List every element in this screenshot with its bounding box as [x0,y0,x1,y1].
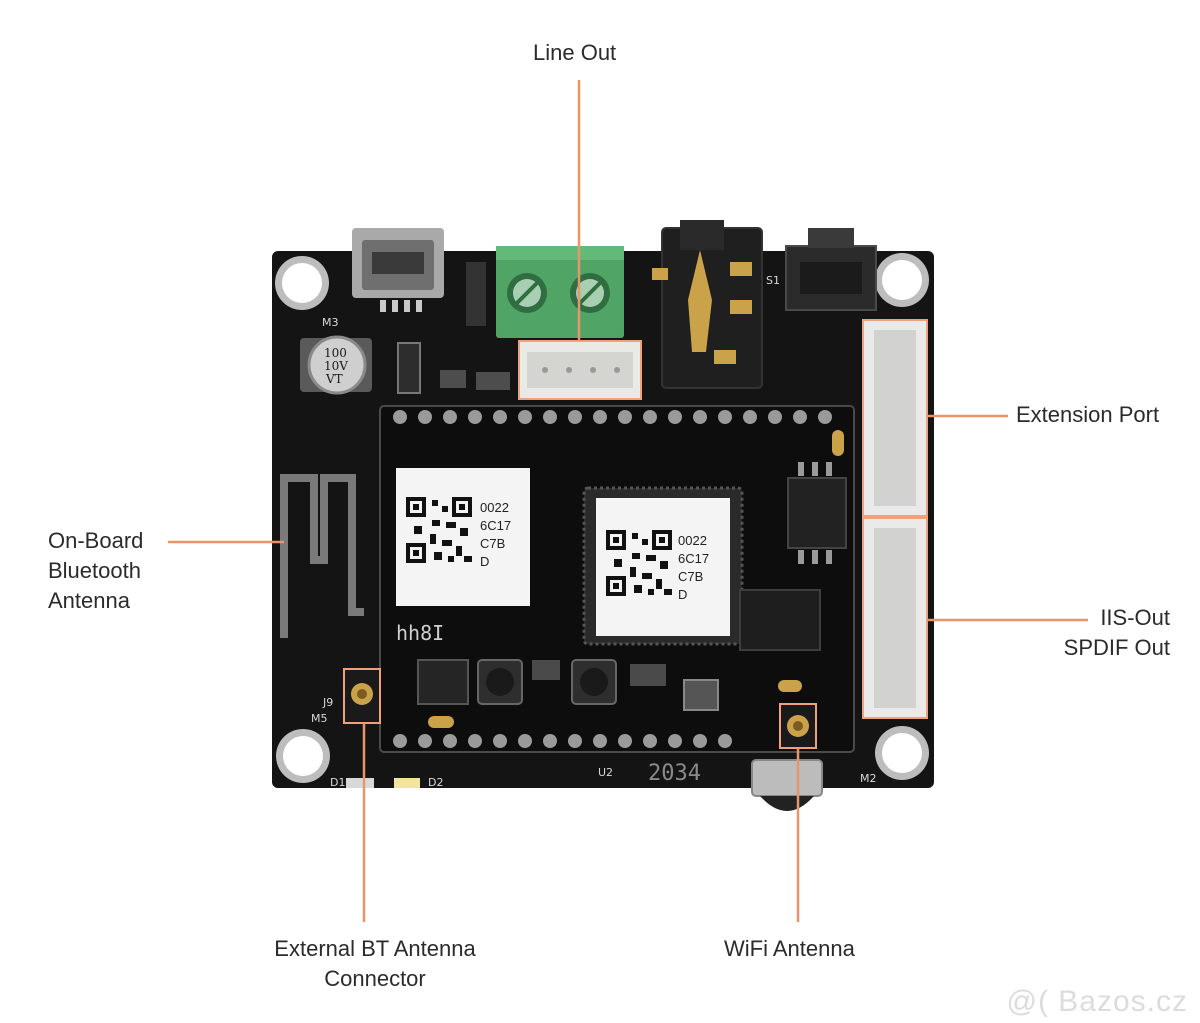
label-line-out: Line Out [533,40,617,65]
qr-1-line-3: C7B [480,536,505,551]
capacitor-line-3: VT [325,372,343,386]
micro-usb-connector [352,228,444,312]
main-module: 0022 6C17 C7B D 0022 6C17 C7B D [379,405,855,753]
electrolytic-capacitor: 100 10V VT [300,335,372,395]
silk-s1: S1 [766,274,780,287]
module-marking: hh8I [396,621,444,645]
top-header-pins [393,410,832,424]
label-bt-antenna-line-1: On-Board [48,528,144,553]
mounting-hole-bottom-left [276,729,330,783]
mounting-hole-top-right [875,253,929,307]
qr-1-line-4: D [480,554,489,569]
silk-d2: D2 [428,776,443,789]
label-iis-out-line-2: SPDIF Out [1063,635,1170,660]
label-bt-antenna-line-2: Bluetooth [48,558,141,583]
bottom-header-pins [393,734,732,748]
bt-antenna-connector [343,668,381,724]
label-ext-bt-connector: External BT Antenna Connector [266,934,484,994]
capacitor-line-1: 100 [324,346,347,360]
led-d1 [346,778,374,788]
qr-label-1: 0022 6C17 C7B D [396,468,530,606]
watermark: @( Bazos.cz [1006,985,1188,1018]
label-iis-out: IIS-Out SPDIF Out [1064,603,1170,663]
tactile-switch [785,228,877,311]
smd-part [440,370,466,388]
pad [778,680,802,692]
regulator [417,659,469,705]
qr-2-line-4: D [678,587,687,602]
leader-lines [168,80,1088,922]
label-ext-bt-connector-line-2: Connector [324,966,426,991]
led-d2 [394,778,420,788]
passive-array [739,589,821,651]
chip-small [466,262,486,326]
iis-spdif-header [862,517,928,719]
silk-m3: M3 [322,316,339,329]
smd-part [476,372,510,390]
terminal-block [496,246,624,338]
qr-2-line-3: C7B [678,569,703,584]
label-bt-antenna-line-3: Antenna [48,588,130,613]
pad [832,430,844,456]
label-ext-bt-connector-line-1: External BT Antenna [274,936,476,961]
extension-port-header [862,319,928,517]
qr-1-line-2: 6C17 [480,518,511,533]
crystal [683,679,719,711]
silk-j9: J9 [322,696,333,709]
mounting-hole-top-left [275,256,329,310]
line-out-header [518,340,642,400]
silk-u2: U2 [598,766,613,779]
label-bt-antenna: On-Board Bluetooth Antenna [48,526,143,616]
silk-m5: M5 [311,712,328,725]
bt-antenna-trace [280,474,364,638]
wifi-antenna-connector [779,703,817,749]
qr-code-icon [406,497,472,563]
silk-m2: M2 [860,772,877,785]
audio-jack [652,220,763,389]
qr-code-icon [606,530,672,596]
qr-2-line-2: 6C17 [678,551,709,566]
smd-part [532,660,560,680]
qr-1-line-1: 0022 [480,500,509,515]
mounting-hole-bottom-right [875,726,929,780]
capacitor-line-2: 10V [324,359,348,373]
qr-2-line-1: 0022 [678,533,707,548]
label-extension-port: Extension Port [1016,402,1160,427]
silk-code: 2034 [648,761,701,786]
flash-chip [787,462,847,564]
jumper [397,342,421,394]
ir-receiver [751,759,823,811]
wifi-chip: 0022 6C17 C7B D [582,486,744,646]
pad [428,716,454,728]
label-iis-out-line-1: IIS-Out [1100,605,1170,630]
silk-d1: D1 [330,776,345,789]
label-wifi-antenna: WiFi Antenna [724,936,855,961]
smd-part [630,664,666,686]
